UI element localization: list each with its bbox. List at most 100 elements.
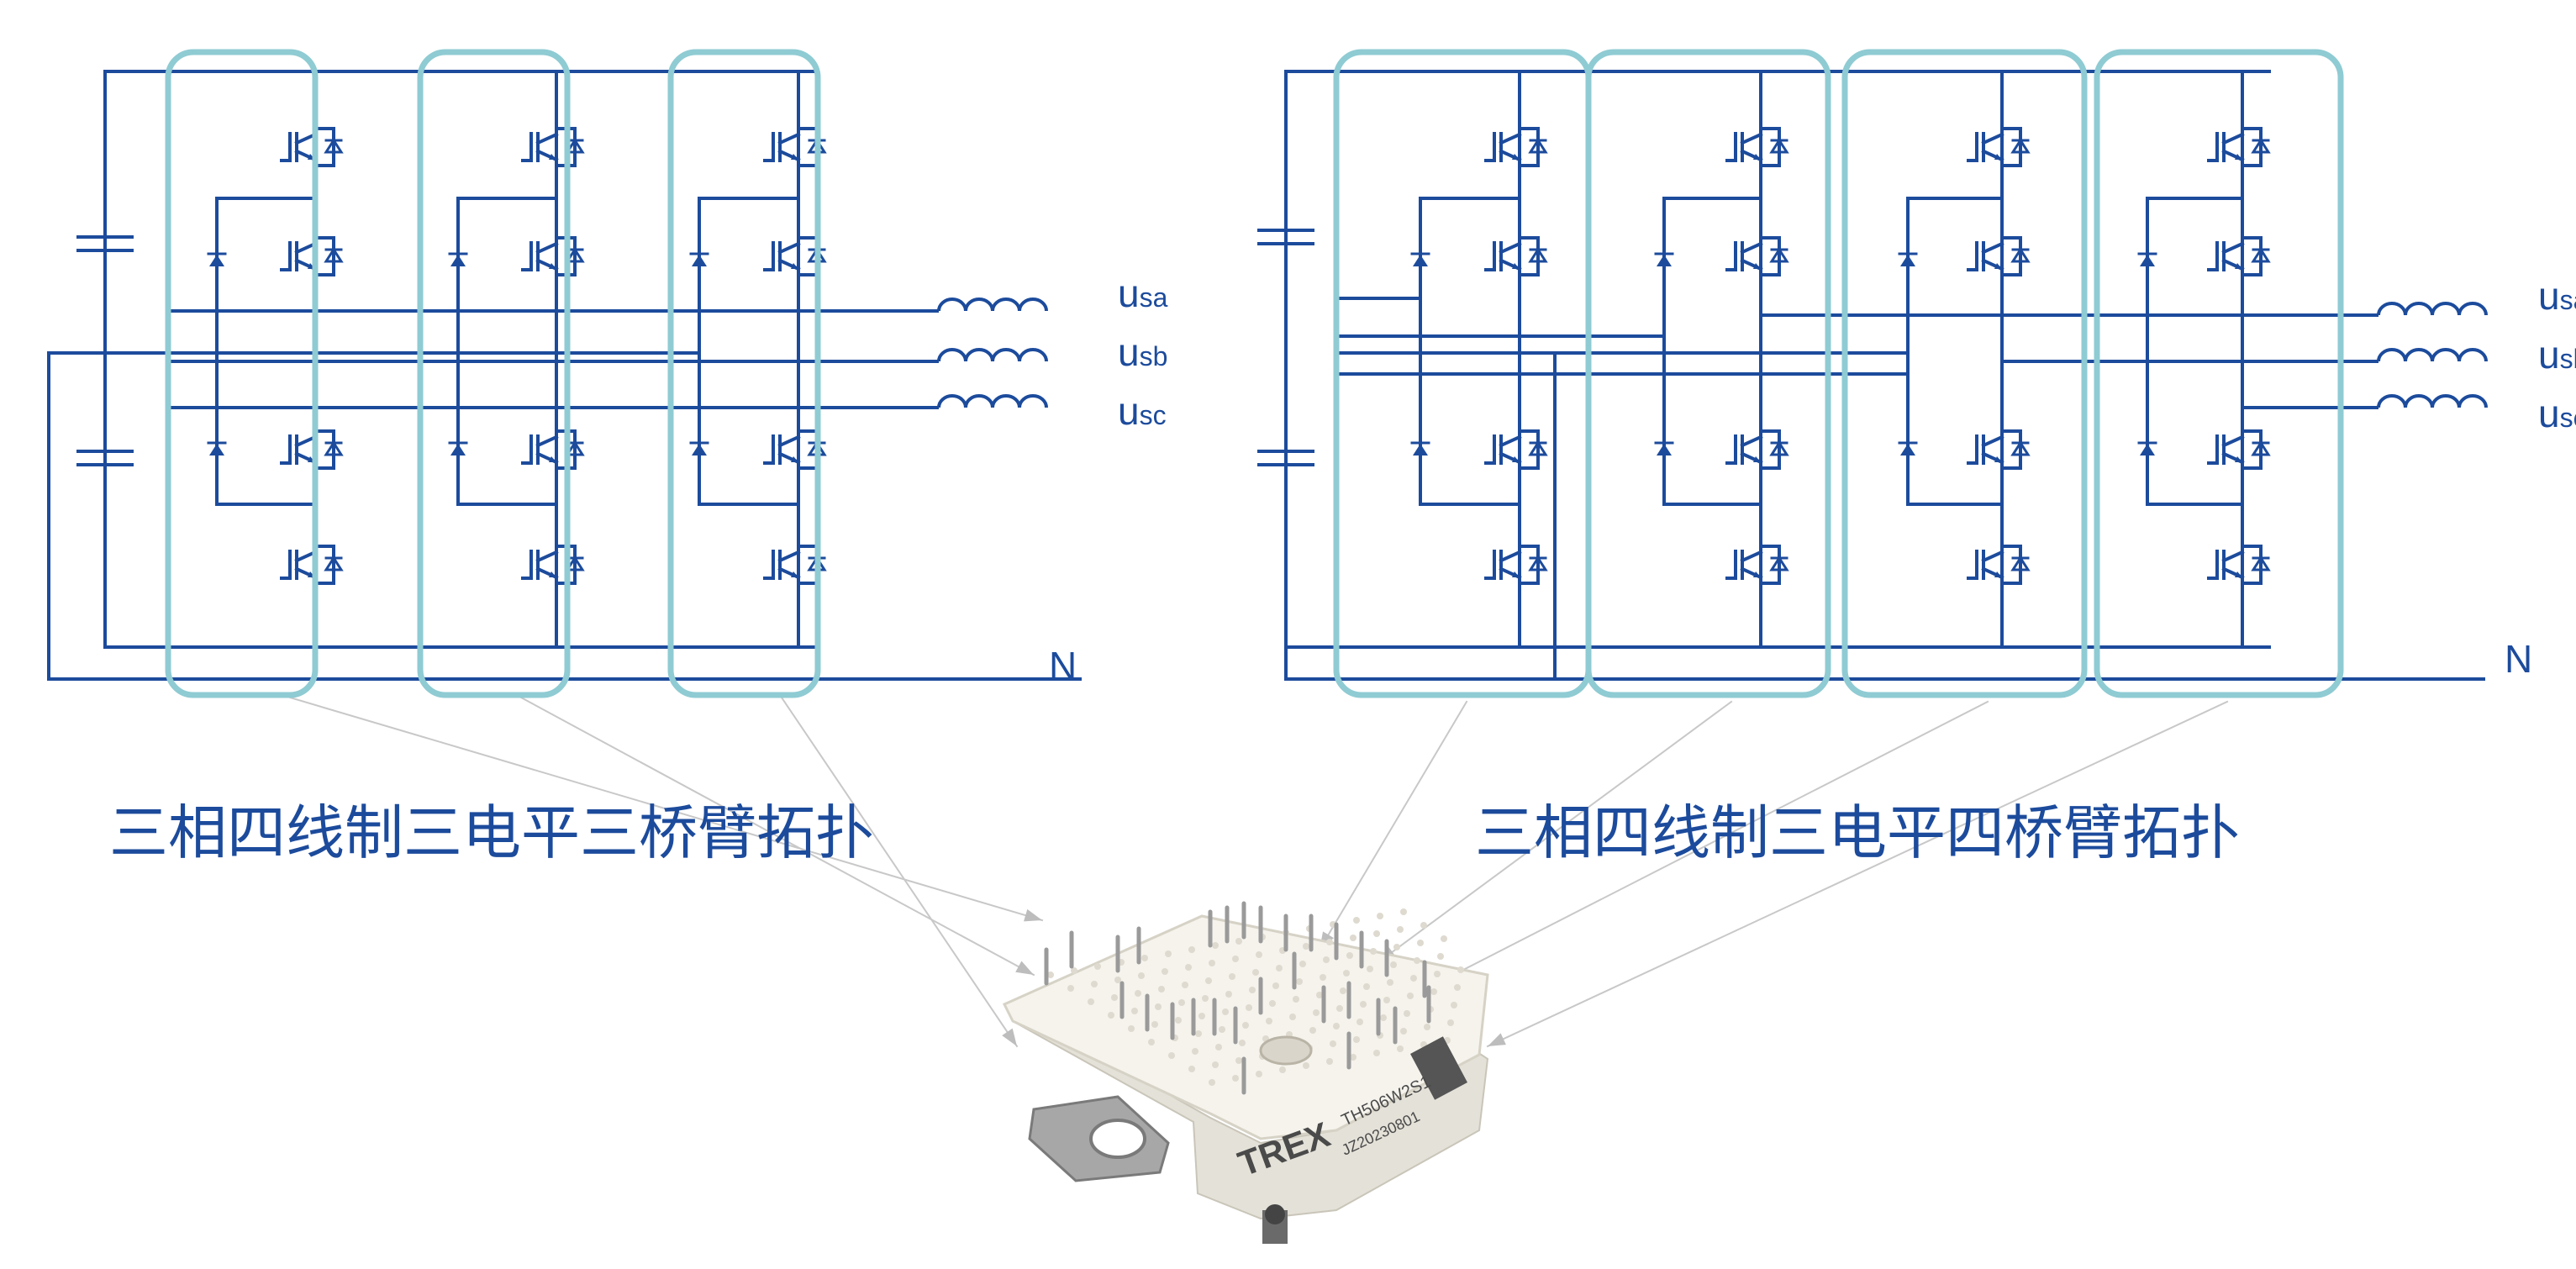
emitter-arrow	[2235, 154, 2242, 160]
pin-hole	[1420, 922, 1427, 929]
wire	[1740, 434, 1763, 448]
wire	[294, 132, 318, 145]
output-label-b: usb	[1118, 330, 1167, 374]
power-module-picture: TREX TH506W2S1 JZ20230801	[1002, 901, 1489, 1244]
emitter-arrow	[1512, 571, 1520, 577]
igbt-icon	[521, 120, 585, 174]
pin-hole	[1212, 942, 1219, 949]
pin-hole	[1447, 1019, 1454, 1026]
pin-hole	[1232, 956, 1239, 962]
pin-hole	[1269, 1000, 1276, 1007]
igbt-icon	[1967, 120, 2031, 174]
diode-triangle	[692, 255, 707, 266]
pin-hole	[1326, 939, 1333, 945]
pin-hole	[1239, 1040, 1246, 1046]
pin-hole	[1430, 988, 1437, 995]
output-label-a: usa	[1118, 271, 1168, 315]
wire	[777, 132, 801, 145]
diode-triangle	[1657, 444, 1672, 455]
module-bracket	[1028, 1095, 1170, 1182]
pin-hole	[1346, 952, 1353, 959]
pin-hole	[1330, 1040, 1336, 1047]
wire	[1981, 550, 2004, 563]
pin-hole	[1252, 969, 1259, 976]
diode-triangle	[209, 255, 224, 266]
pin-hole	[1249, 987, 1256, 993]
emitter-arrow	[1512, 154, 1520, 160]
pin-hole	[1356, 1019, 1363, 1025]
bridge-arm-outline	[1841, 49, 2088, 698]
pin-hole	[1393, 944, 1400, 950]
pin-hole	[1414, 957, 1420, 964]
module-side	[1011, 1007, 1489, 1220]
clamp-diode-icon	[689, 441, 709, 455]
pin-hole	[1219, 1026, 1225, 1033]
output-symbol: u	[1118, 271, 1140, 315]
output-symbol: u	[2538, 333, 2560, 376]
pin-hole	[1088, 998, 1094, 1005]
pin-hole	[1272, 982, 1279, 989]
diode-icon	[324, 138, 344, 154]
pin-hole	[1454, 984, 1461, 991]
diode-icon	[2251, 556, 2271, 571]
bridge-arm-outline	[417, 49, 571, 698]
diode-triangle	[2140, 255, 2155, 266]
pin-hole	[1417, 940, 1424, 946]
neutral-label: N	[2505, 637, 2532, 681]
pin-hole	[1370, 948, 1377, 955]
capacitor-icon	[76, 235, 134, 252]
igbt-icon	[2207, 229, 2271, 283]
pin-hole	[1400, 1028, 1407, 1035]
diode-triangle	[1900, 444, 1915, 455]
pin-hole	[1246, 1004, 1252, 1011]
pointer-line	[1318, 700, 1468, 951]
module-terminal	[1262, 1204, 1288, 1244]
pin-hole	[1303, 1062, 1309, 1069]
pin-hole	[1192, 1048, 1198, 1055]
wire	[2221, 550, 2245, 563]
wire	[1981, 132, 2004, 145]
emitter-arrow	[1994, 571, 2002, 577]
diode-icon	[1769, 556, 1789, 571]
emitter-arrow	[2235, 571, 2242, 577]
module-mount-hole	[1259, 1035, 1313, 1066]
pin-hole	[1336, 1005, 1343, 1012]
diode-triangle	[1657, 255, 1672, 266]
pin-hole	[1138, 972, 1145, 979]
pointer-arrowhead	[1002, 1028, 1017, 1046]
qr-code-icon	[1410, 1036, 1467, 1100]
pin-hole	[1457, 966, 1464, 973]
emitter-arrow	[2235, 456, 2242, 462]
diode-icon	[324, 247, 344, 263]
pin-hole	[1350, 935, 1356, 941]
output-label-b: usb	[2538, 333, 2576, 376]
igbt-icon	[1484, 538, 1548, 592]
pin-hole	[1390, 961, 1397, 968]
diode-icon	[324, 556, 344, 571]
igbt-icon	[521, 538, 585, 592]
pin-hole	[1205, 977, 1212, 984]
emitter-arrow	[549, 571, 556, 577]
clamp-diode-icon	[1898, 441, 1918, 455]
emitter-arrow	[1994, 154, 2002, 160]
pin-hole	[1333, 1023, 1340, 1029]
pin-hole	[1047, 971, 1054, 978]
output-subscript: sa	[2560, 285, 2576, 315]
three-arm-circuit	[47, 49, 1082, 698]
pin-hole	[1158, 986, 1165, 993]
capacitor-icon	[76, 450, 134, 466]
clamp-diode-icon	[448, 252, 468, 266]
caption-four-arm: 三相四线制三电平四桥臂拓扑	[1475, 798, 2240, 867]
pin-hole	[1114, 977, 1121, 983]
pin-hole	[1131, 1008, 1138, 1014]
diode-icon	[2251, 440, 2271, 456]
bridge-arm-outline	[667, 49, 821, 698]
pin-hole	[1256, 951, 1262, 958]
wire	[535, 241, 559, 255]
diode-triangle	[2140, 444, 2155, 455]
pointer-line	[780, 696, 1019, 1048]
pin-hole	[1313, 1009, 1320, 1016]
diode-icon	[1769, 440, 1789, 456]
inductor-icon	[2377, 348, 2488, 362]
pin-hole	[1320, 974, 1326, 981]
